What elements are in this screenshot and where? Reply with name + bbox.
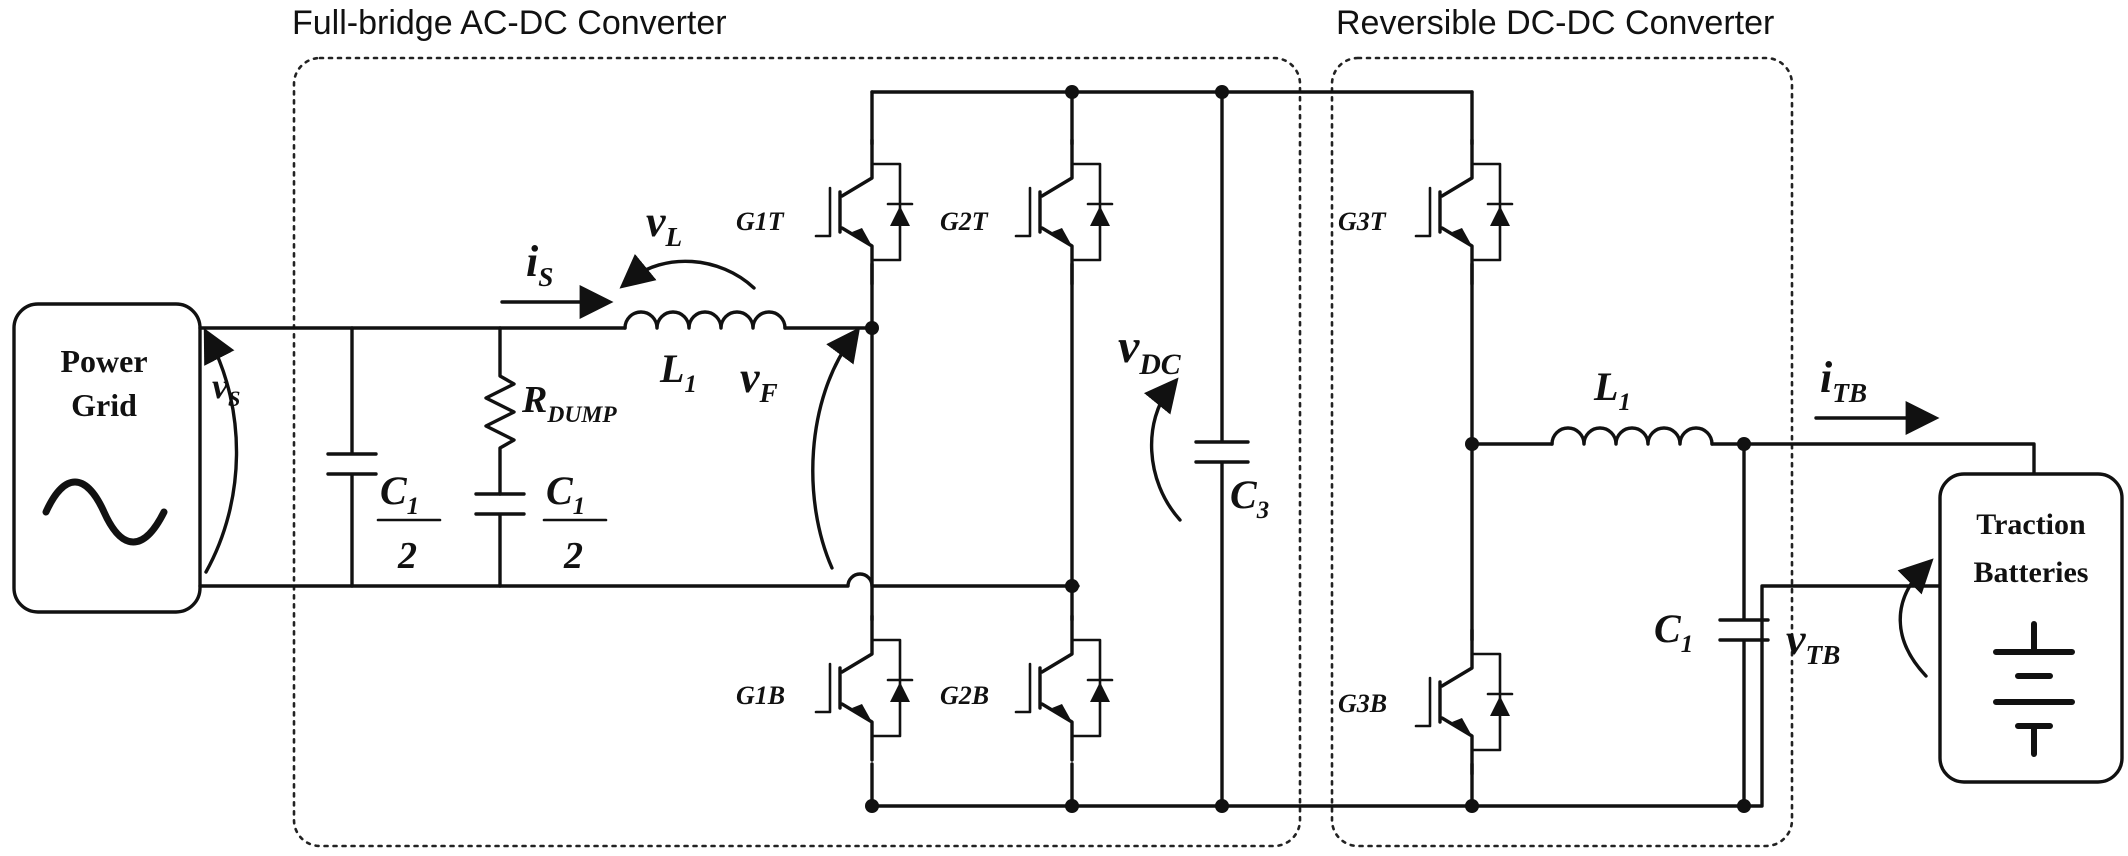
l-output-label: L1 — [1593, 364, 1631, 416]
junction-dot — [1465, 437, 1479, 451]
power-grid-block — [12, 302, 202, 614]
vf-arrow — [811, 327, 861, 570]
g2t-label: G2T — [940, 207, 989, 236]
vdc-arrow — [1143, 377, 1182, 522]
svg-text:C1: C1 — [546, 468, 585, 520]
dc-bottom-rail — [870, 584, 2036, 808]
junction-dot — [1215, 85, 1229, 99]
igbt-g2b — [1014, 614, 1114, 762]
svg-text:2: 2 — [397, 535, 417, 577]
igbt-g1t — [814, 138, 914, 286]
traction-battery-label-line2: Batteries — [1974, 556, 2089, 589]
junction-dot — [1215, 799, 1229, 813]
ac-dc-frame-title: Full-bridge AC-DC Converter — [292, 4, 727, 42]
c-output-label: C1 — [1654, 606, 1693, 658]
rdump-resistor — [484, 326, 516, 496]
power-grid-label: Power — [60, 343, 147, 379]
ac-dc-frame — [292, 56, 1302, 848]
junction-dot — [1737, 799, 1751, 813]
igbt-g1b — [814, 614, 914, 762]
dc-dc-frame — [1330, 56, 1794, 848]
svg-text:C1: C1 — [380, 468, 419, 520]
junction-dot — [1065, 799, 1079, 813]
ac-sine-icon — [42, 478, 168, 546]
rdump-label: RDUMP — [521, 379, 617, 428]
g2b-label: G2B — [940, 681, 989, 710]
svg-text:2: 2 — [563, 535, 583, 577]
junction-dot — [1065, 85, 1079, 99]
vs-arrow — [203, 327, 239, 574]
igbt-g2t — [1014, 138, 1114, 286]
vs-label: vS — [212, 366, 240, 411]
battery-icon — [1993, 621, 2075, 757]
l1-inductor — [623, 310, 787, 330]
itb-label: iTB — [1820, 353, 1867, 408]
c3-capacitor — [1194, 90, 1250, 808]
g1b-label: G1B — [736, 681, 785, 710]
dc-dc-frame-title: Reversible DC-DC Converter — [1336, 4, 1774, 42]
c1-half-cap-b — [474, 492, 526, 588]
g3t-label: G3T — [1338, 207, 1387, 236]
l1-label: L1 — [659, 346, 697, 398]
vdc-label: vDC — [1118, 320, 1182, 381]
c-output-capacitor — [1718, 442, 1770, 808]
c1-half-fraction-a: C1 2 — [376, 468, 442, 577]
junction-dot — [1065, 579, 1079, 593]
c3-label: C3 — [1230, 472, 1269, 524]
c1-half-fraction-b: C1 2 — [542, 468, 608, 577]
junction-dot — [865, 799, 879, 813]
l-output-inductor — [1550, 426, 1714, 446]
output-top-wire — [1710, 442, 2036, 476]
ac-bottom-wire — [198, 572, 1080, 588]
vf-label: vF — [740, 353, 778, 408]
power-grid-label-line2: Grid — [71, 387, 137, 423]
vtb-arrow — [1897, 558, 1934, 678]
is-label: iS — [526, 237, 553, 292]
g1t-label: G1T — [736, 207, 785, 236]
igbt-g3b — [1414, 628, 1514, 776]
junction-dot — [865, 321, 879, 335]
g3b-label: G3B — [1338, 689, 1387, 718]
vtb-label: vTB — [1786, 615, 1840, 670]
junction-dot — [1465, 799, 1479, 813]
vl-label: vL — [646, 197, 682, 252]
traction-battery-label: Traction — [1976, 508, 2086, 541]
vl-arrow — [619, 253, 756, 290]
igbt-g3t — [1414, 138, 1514, 286]
junction-dot — [1737, 437, 1751, 451]
c1-half-cap-a — [326, 326, 378, 588]
